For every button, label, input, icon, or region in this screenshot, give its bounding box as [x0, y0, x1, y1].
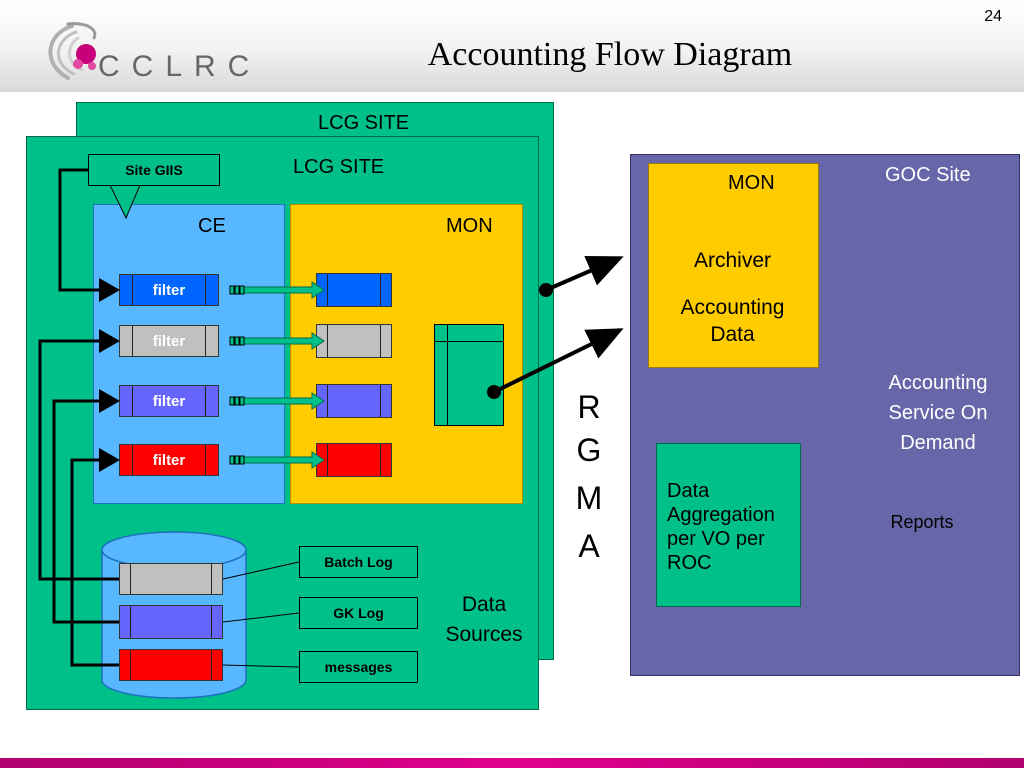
filter-4: filter: [119, 444, 219, 476]
rgma-letter-m: M: [575, 480, 603, 516]
goc-site-label: GOC Site: [885, 164, 971, 186]
reports-label: Reports: [890, 512, 954, 532]
data-aggregation-box: [656, 443, 801, 607]
data-aggregation-label: Data Aggregation per VO per ROC: [667, 479, 775, 575]
batch-log-label: Batch Log: [299, 546, 418, 578]
archive-table-box: [434, 324, 504, 426]
footer-bar: [0, 758, 1024, 768]
archiver-label: Archiver: [693, 249, 772, 272]
rgma-letter-g: G: [576, 432, 602, 468]
accounting-service-label: Accounting Service On Demand: [868, 368, 1008, 458]
log-slot-batch: [119, 563, 223, 595]
lcg-site-back-label: LCG SITE: [318, 112, 410, 134]
data-agg-line-2: Aggregation: [667, 504, 775, 526]
mon-slot-1: [316, 273, 392, 307]
rgma-letter-r: R: [577, 389, 601, 425]
header-band: [0, 0, 1024, 92]
data-agg-line-4: ROC: [667, 552, 712, 574]
messages-label: messages: [299, 651, 418, 683]
gk-log-label: GK Log: [299, 597, 418, 629]
ce-label: CE: [198, 215, 226, 237]
data-sources-line-2: Sources: [445, 623, 523, 646]
data-agg-line-1: Data: [667, 480, 710, 502]
log-slot-gk: [119, 605, 223, 639]
accounting-data-line-2: Data: [710, 323, 755, 346]
lcg-site-front-label: LCG SITE: [293, 156, 385, 178]
rgma-letter-a: A: [578, 528, 600, 564]
goc-mon-label: MON: [728, 172, 775, 194]
data-sources-label: Data Sources: [434, 590, 534, 650]
slide-title: Accounting Flow Diagram: [427, 36, 793, 73]
mon-slot-4: [316, 443, 392, 477]
cclrc-logo-icon: [48, 22, 97, 80]
data-sources-line-1: Data: [461, 593, 507, 616]
page-number: 24: [984, 8, 1002, 25]
filter-1: filter: [119, 274, 219, 306]
filter-3: filter: [119, 385, 219, 417]
accounting-data-line-1: Accounting: [680, 296, 785, 319]
mon-slot-2: [316, 324, 392, 358]
data-agg-line-3: per VO per: [667, 528, 765, 550]
service-line-3: Demand: [900, 432, 976, 454]
mon-label: MON: [446, 215, 493, 237]
accounting-data-label: Accounting Data: [648, 294, 817, 348]
service-line-1: Accounting: [888, 372, 988, 394]
logo-text: CCLRC: [98, 50, 262, 83]
mon-slot-3: [316, 384, 392, 418]
site-giis-box: Site GIIS: [88, 154, 220, 186]
log-slot-messages: [119, 649, 223, 681]
goc-mon-box: [648, 163, 819, 368]
service-line-2: Service On: [888, 402, 988, 424]
